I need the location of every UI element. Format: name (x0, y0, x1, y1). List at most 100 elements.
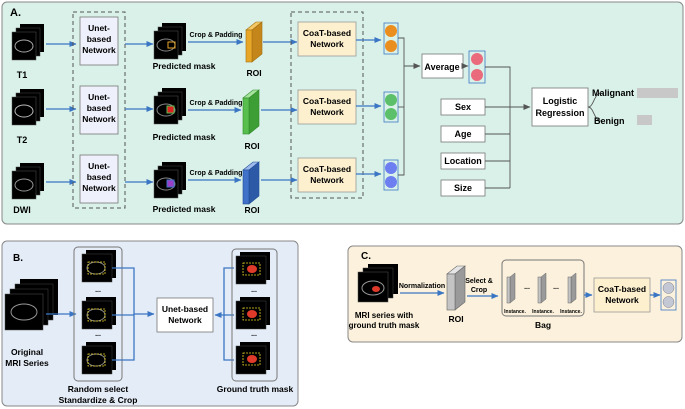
svg-text:Network: Network (605, 295, 639, 305)
dots-c-2: ... (553, 284, 559, 291)
instance-1 (506, 272, 516, 304)
roi-cuboid-dwi (242, 161, 260, 205)
mri-gt-label-2: ground truth mask (349, 321, 420, 330)
input-label-t1: T1 (17, 70, 28, 80)
instance-label-3: Instance. (560, 309, 582, 315)
svg-text:Size: Size (454, 183, 472, 193)
unet-box-dwi: Unet- based Network (79, 154, 119, 204)
logistic-regression-box: Logistic Regression (531, 87, 589, 127)
output-malignant: Malignant (592, 88, 634, 98)
feature-vector-t2 (383, 91, 399, 123)
svg-text:based: based (87, 103, 112, 113)
roi-cuboid-t2 (242, 89, 260, 135)
malignant-bar (637, 88, 678, 98)
svg-text:CoaT-based: CoaT-based (303, 164, 351, 174)
coat-box-dwi: CoaT-based Network (297, 157, 357, 193)
predicted-mask-label-t2: Predicted mask (153, 132, 216, 142)
svg-text:Network: Network (82, 114, 116, 124)
dots-c-1: ... (524, 284, 530, 291)
svg-text:Regression: Regression (535, 108, 584, 118)
ground-truth-label: Ground truth mask (217, 384, 294, 394)
original-mri-label-1: Original (11, 347, 43, 357)
svg-text:Age: Age (454, 129, 471, 139)
roi-label-dwi: ROI (244, 205, 259, 215)
connector (587, 92, 602, 108)
svg-text:Unet-: Unet- (88, 23, 110, 33)
instance-2 (537, 272, 547, 304)
input-label-dwi: DWI (13, 205, 31, 215)
input-label-t2: T2 (17, 135, 28, 145)
random-select-group (73, 246, 123, 382)
average-box: Average (421, 53, 464, 79)
predicted-mask-label-t1: Predicted mask (153, 61, 216, 71)
clinical-box-age: Age (440, 125, 486, 143)
connector (398, 37, 421, 69)
panel-a-label: A. (10, 7, 21, 19)
roi-label-c: ROI (448, 314, 463, 324)
svg-text:Network: Network (310, 175, 344, 185)
clinical-box-location: Location (440, 152, 486, 170)
instance-label-2: Instance. (532, 309, 554, 315)
benign-bar (637, 115, 652, 125)
random-select-label-2: Standardize & Crop (59, 395, 138, 405)
select-crop-label-2: Crop (471, 287, 487, 294)
crop-label-t2: Crop & Padding (190, 100, 243, 107)
t1-stack (11, 24, 44, 61)
original-mri-stack (4, 279, 58, 331)
t2-stack (11, 89, 44, 126)
bag-group (501, 259, 585, 317)
panel-c-label: C. (361, 251, 371, 262)
svg-text:Network: Network (82, 45, 116, 55)
unet-dashed-group (72, 11, 126, 209)
svg-text:CoaT-based: CoaT-based (598, 284, 646, 294)
panel-b-label: B. (13, 253, 23, 264)
coat-box-t2: CoaT-based Network (297, 89, 357, 125)
roi-label-t2: ROI (244, 141, 259, 151)
roi-label-t1: ROI (246, 68, 261, 78)
coat-dashed-group (290, 11, 364, 199)
svg-text:Network: Network (82, 183, 116, 193)
crop-slice-2 (81, 297, 116, 330)
unet-box-t2: Unet- based Network (79, 85, 119, 135)
svg-text:Average: Average (424, 62, 459, 72)
dots-b-4: ... (251, 331, 257, 338)
svg-text:Network: Network (310, 39, 344, 49)
feature-vector-c (660, 279, 677, 311)
instance-label-1: Instance. (504, 309, 526, 315)
dots-b-1: ... (95, 287, 101, 294)
svg-text:Unet-: Unet- (88, 161, 110, 171)
connector (214, 267, 234, 318)
svg-text:based: based (87, 172, 112, 182)
svg-text:Sex: Sex (455, 102, 471, 112)
svg-text:Network: Network (168, 315, 202, 325)
roi-cuboid-t1 (245, 21, 263, 63)
crop-slice-3 (81, 342, 116, 375)
unet-box-b: Unet-based Network (156, 297, 214, 333)
feature-vector-t1 (383, 22, 399, 55)
dots-b-2: ... (95, 331, 101, 338)
connector (485, 66, 511, 188)
gt-slice-1 (235, 252, 270, 285)
clinical-box-size: Size (440, 179, 486, 197)
coat-box-c: CoaT-based Network (593, 277, 651, 313)
crop-label-t1: Crop & Padding (190, 32, 243, 39)
svg-text:Network: Network (310, 107, 344, 117)
mri-gt-label-1: MRI series with (355, 311, 413, 320)
bag-label: Bag (535, 320, 551, 330)
gt-slice-3 (235, 342, 270, 375)
crop-label-dwi: Crop & Padding (190, 170, 243, 177)
normalization-label: Normalization (399, 283, 445, 290)
svg-text:based: based (87, 34, 112, 44)
predicted-mask-dwi (153, 162, 186, 199)
output-benign: Benign (594, 116, 625, 126)
dwi-stack (11, 163, 44, 200)
svg-text:Unet-based: Unet-based (162, 304, 208, 314)
svg-text:CoaT-based: CoaT-based (303, 96, 351, 106)
connector (112, 267, 155, 317)
unet-box-t1: Unet- based Network (79, 16, 119, 66)
gt-slice-2 (235, 297, 270, 330)
connector (398, 66, 405, 176)
svg-text:Unet-: Unet- (88, 92, 110, 102)
original-mri-label-2: MRI Series (5, 358, 49, 368)
